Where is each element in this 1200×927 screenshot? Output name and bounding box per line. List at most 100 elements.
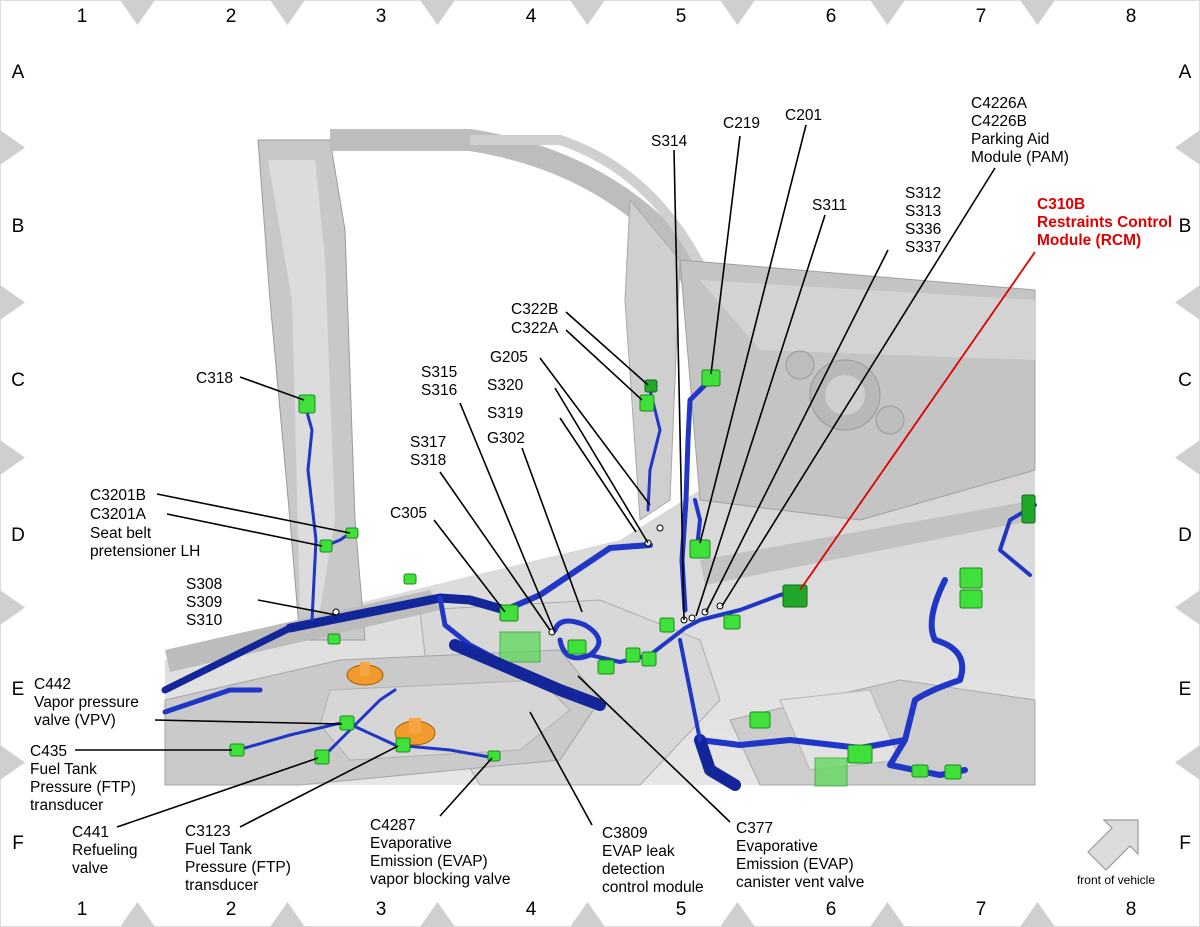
connector-c305 [499, 604, 519, 622]
column-labels-top: 1 2 3 4 5 6 7 8 [77, 6, 1137, 27]
col-label: 5 [676, 899, 687, 920]
label-c4226b: C4226B [971, 113, 1027, 130]
connector [847, 744, 873, 764]
label-vpv: valve (VPV) [34, 712, 116, 729]
front-arrow-icon [1087, 819, 1139, 871]
front-of-vehicle-label: front of vehicle [1077, 873, 1155, 887]
column-labels-bottom: 1 2 3 4 5 6 7 8 [77, 899, 1137, 920]
col-label: 7 [976, 899, 987, 920]
orientation-indicator: front of vehicle [1077, 819, 1155, 887]
row-label: D [1178, 525, 1192, 546]
row-label: C [1178, 370, 1192, 391]
label-ftp2: Fuel Tank [185, 841, 252, 858]
label-s337: S337 [905, 239, 941, 256]
col-label: 4 [526, 6, 537, 27]
label-rcm: Module (RCM) [1037, 232, 1141, 249]
connector [911, 764, 929, 778]
label-ftp2: transducer [185, 877, 258, 894]
label-g205: G205 [490, 349, 528, 366]
label-s318: S318 [410, 452, 446, 469]
col-label: 1 [77, 899, 88, 920]
row-label: F [1179, 833, 1191, 854]
label-c441: C441 [72, 824, 109, 841]
connector [597, 659, 615, 675]
label-s336: S336 [905, 221, 941, 238]
leader-lines [75, 124, 1036, 828]
col-label: 3 [376, 899, 387, 920]
label-s317: S317 [410, 434, 446, 451]
connector [403, 573, 417, 585]
col-label: 2 [226, 6, 237, 27]
label-rcm: Restraints Control [1037, 214, 1172, 231]
label-g302: G302 [487, 430, 525, 447]
connector [959, 567, 983, 589]
label-ftp: transducer [30, 797, 103, 814]
label-s316: S316 [421, 382, 457, 399]
label-s308: S308 [186, 576, 222, 593]
col-label: 7 [976, 6, 987, 27]
row-label: C [11, 370, 25, 391]
label-leak: control module [602, 879, 704, 896]
row-label: E [12, 679, 25, 700]
row-labels-left: A B C D E F [11, 62, 25, 854]
label-vent: Emission (EVAP) [736, 856, 854, 873]
label-s315: S315 [421, 364, 457, 381]
row-label: A [1179, 62, 1192, 83]
label-seat-belt: pretensioner LH [90, 543, 200, 560]
connector-c322b [644, 379, 658, 393]
connector [723, 614, 741, 630]
wire-harness [161, 377, 1037, 791]
connector-c3123 [395, 737, 411, 753]
connector-c318 [298, 394, 316, 414]
label-c4226a: C4226A [971, 95, 1028, 112]
label-s314: S314 [651, 133, 688, 150]
label-pam: Module (PAM) [971, 149, 1069, 166]
label-c435: C435 [30, 743, 67, 760]
connector [625, 647, 641, 663]
connector [567, 639, 587, 655]
label-c4287: C4287 [370, 817, 416, 834]
label-pam: Parking Aid [971, 131, 1049, 148]
label-ftp2: Pressure (FTP) [185, 859, 291, 876]
connector [659, 617, 675, 633]
row-labels-right: A B C D E F [1178, 62, 1192, 854]
col-label: 4 [526, 899, 537, 920]
col-label: 8 [1126, 899, 1137, 920]
row-label: B [12, 216, 25, 237]
label-c3201a: C3201A [90, 506, 147, 523]
connector [1021, 494, 1036, 524]
label-c318: C318 [196, 370, 233, 387]
label-ftp: Pressure (FTP) [30, 779, 136, 796]
row-label: A [12, 62, 25, 83]
label-refuel: valve [72, 860, 108, 877]
connector [959, 589, 983, 609]
label-evap-vb: vapor blocking valve [370, 871, 510, 888]
row-label: F [12, 833, 24, 854]
col-label: 5 [676, 6, 687, 27]
row-label: B [1179, 216, 1192, 237]
label-s320: S320 [487, 377, 524, 394]
col-label: 8 [1126, 6, 1137, 27]
col-label: 1 [77, 6, 88, 27]
label-vent: canister vent valve [736, 874, 864, 891]
connector [327, 633, 341, 645]
connector [749, 711, 771, 729]
connector-c441 [314, 749, 330, 765]
label-s313: S313 [905, 203, 941, 220]
col-label: 3 [376, 6, 387, 27]
label-c3809: C3809 [602, 825, 648, 842]
label-ftp: Fuel Tank [30, 761, 97, 778]
connector-c322a [639, 394, 655, 412]
connectors [229, 369, 1036, 780]
label-leak: EVAP leak [602, 843, 675, 860]
callout-labels: C318 C3201B C3201A Seat belt pretensione… [30, 95, 1172, 896]
connector-c310b [782, 584, 808, 608]
connector [641, 651, 657, 667]
connector-c442 [339, 715, 355, 731]
label-s309: S309 [186, 594, 222, 611]
label-c377: C377 [736, 820, 773, 837]
label-c310b: C310B [1037, 196, 1085, 213]
label-evap-vb: Emission (EVAP) [370, 853, 488, 870]
